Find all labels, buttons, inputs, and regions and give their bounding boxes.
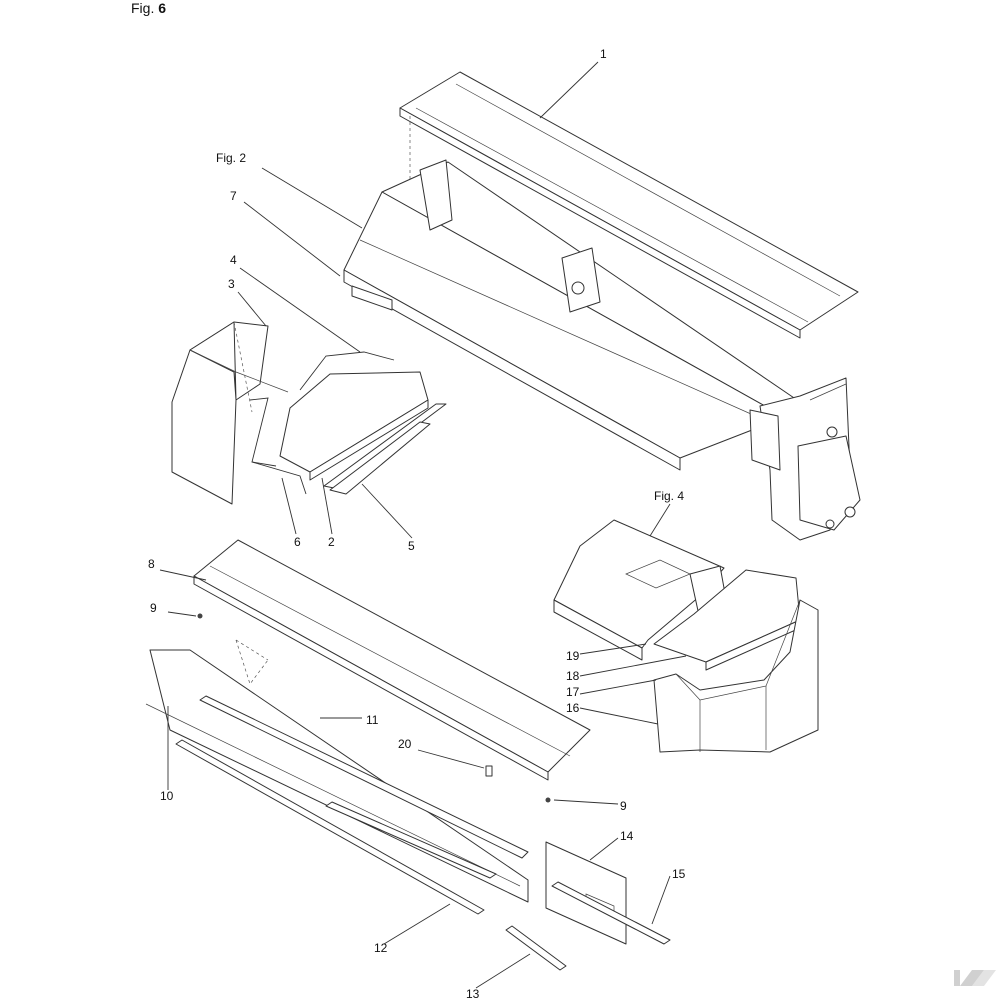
part-11-strip bbox=[199, 695, 529, 859]
callout-7: 7 bbox=[230, 189, 237, 203]
part-10-rear-panel bbox=[145, 649, 529, 903]
callout-4: 4 bbox=[230, 253, 237, 267]
part-8-lower-cover bbox=[193, 539, 591, 781]
part-13-short-strip bbox=[505, 925, 567, 971]
part-9-fastener-left bbox=[197, 613, 203, 619]
part-16-side-shield bbox=[653, 599, 819, 753]
part-15-strip bbox=[551, 881, 671, 945]
part-4-bracket bbox=[249, 351, 395, 467]
leader-lines bbox=[159, 61, 687, 989]
callout-9-right: 9 bbox=[620, 799, 627, 813]
callout-6: 6 bbox=[294, 535, 301, 549]
figure-title: Fig. 6 bbox=[131, 0, 166, 16]
part-5-rail bbox=[323, 403, 447, 495]
callout-9-left: 9 bbox=[150, 601, 157, 615]
figure-number: 6 bbox=[158, 0, 167, 16]
figure-prefix: Fig. bbox=[131, 0, 155, 16]
callout-10: 10 bbox=[160, 789, 174, 803]
callout-8: 8 bbox=[148, 557, 155, 571]
part-2-deflector-plate bbox=[279, 371, 429, 481]
callout-16: 16 bbox=[566, 701, 580, 715]
part-6-strip bbox=[251, 461, 307, 495]
frame-beam-assembly bbox=[343, 159, 861, 541]
part-20-bolt bbox=[485, 765, 493, 777]
part-1-top-cover bbox=[399, 71, 859, 339]
callout-15: 15 bbox=[672, 867, 686, 881]
callout-11: 11 bbox=[366, 713, 379, 727]
callout-2: 2 bbox=[328, 535, 335, 549]
callout-13: 13 bbox=[466, 987, 480, 1000]
callout-3: 3 bbox=[228, 277, 235, 291]
callout-fig4: Fig. 4 bbox=[654, 489, 684, 503]
callout-20: 20 bbox=[398, 737, 412, 751]
part-9-fastener-right bbox=[545, 797, 551, 803]
callout-17: 17 bbox=[566, 685, 580, 699]
callout-14: 14 bbox=[620, 829, 634, 843]
frame-fig4-assembly bbox=[553, 519, 729, 661]
brand-logo-icon bbox=[954, 970, 996, 986]
callout-19: 19 bbox=[566, 649, 580, 663]
callout-5: 5 bbox=[408, 539, 415, 553]
part-14-end-panel bbox=[545, 841, 627, 945]
part-18-plate bbox=[653, 569, 801, 671]
part-12-strips bbox=[175, 739, 497, 915]
callout-1: 1 bbox=[600, 47, 607, 61]
callout-18: 18 bbox=[566, 669, 580, 683]
callout-12: 12 bbox=[374, 941, 388, 955]
part-3-side-shield bbox=[171, 321, 289, 505]
callout-fig2: Fig. 2 bbox=[216, 151, 246, 165]
